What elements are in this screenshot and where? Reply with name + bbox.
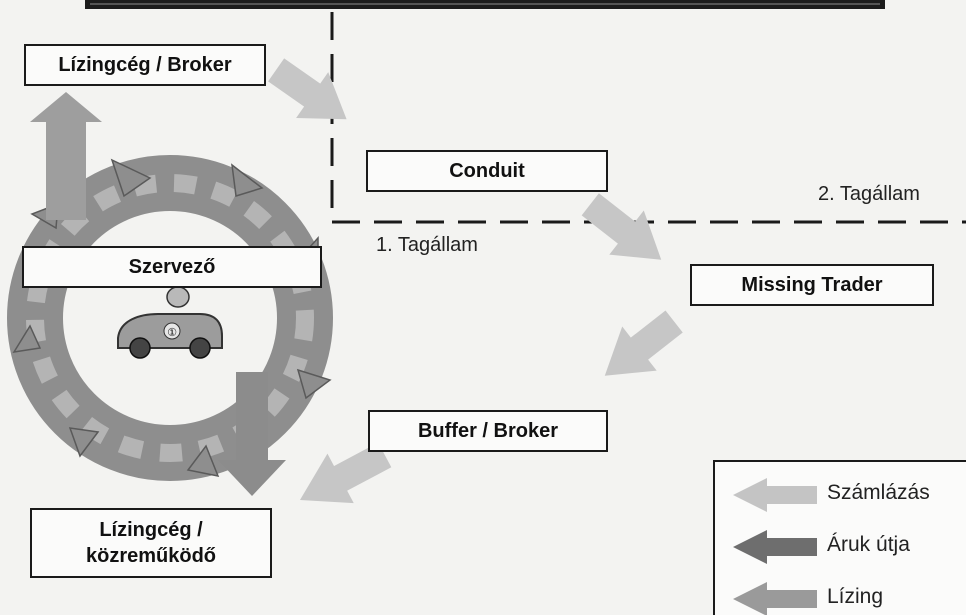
missing-trader-label: Missing Trader [741,272,882,298]
legend-label-szamlazas: Számlázás [827,481,930,505]
lizingceg-kozremukodo-line2: közreműködő [86,543,216,569]
tagallam-1-label: 1. Tagállam [376,234,478,257]
arrow-shaft [236,372,268,462]
legend-label-lizing: Lízing [827,585,883,609]
leasing-arrow-icon [725,580,825,615]
conduit-box: Conduit [366,150,608,192]
legend-arrow-head [733,530,767,564]
legend: Számlázás Áruk útja Lízing [713,460,966,615]
legend-arrow-shaft [765,538,817,556]
legend-label-aruk-utja: Áruk útja [827,533,910,557]
legend-item-szamlazas: Számlázás [715,474,966,514]
missing-trader-box: Missing Trader [690,264,934,306]
tagallam-2-label: 2. Tagállam [818,183,920,206]
arrow-head [30,92,102,122]
legend-arrow-shaft [765,590,817,608]
szervezo-label: Szervező [129,254,216,280]
car-wheel-right [190,338,210,358]
legend-item-lizing: Lízing [715,578,966,615]
car-icon: ① [118,287,222,358]
car-driver-head [167,287,189,307]
lizingceg-kozremukodo-line1: Lízingcég / [99,517,202,543]
car-wheel-left [130,338,150,358]
arrow-shaft [46,120,86,220]
conduit-label: Conduit [449,158,525,184]
lizingceg-broker-box: Lízingcég / Broker [24,44,266,86]
car-badge: ① [167,326,177,339]
goods-arrow-icon [725,528,825,568]
arrow-head [218,460,286,496]
invoice-arrow-to-buffer [588,299,692,397]
legend-item-aruk-utja: Áruk útja [715,526,966,566]
invoice-arrow-to-missing-trader [573,182,678,282]
invoice-arrow-icon [725,476,825,516]
lizingceg-kozremukodo-box: Lízingcég / közreműködő [30,508,272,578]
top-bar-inner-line [90,3,880,5]
buffer-broker-label: Buffer / Broker [418,418,558,444]
invoice-arrow-to-conduit [260,47,363,142]
legend-arrow-shaft [765,486,817,504]
szervezo-box: Szervező [22,246,322,288]
lizingceg-broker-label: Lízingcég / Broker [58,52,231,78]
buffer-broker-box: Buffer / Broker [368,410,608,452]
legend-arrow-head [733,478,767,512]
legend-arrow-head [733,582,767,615]
